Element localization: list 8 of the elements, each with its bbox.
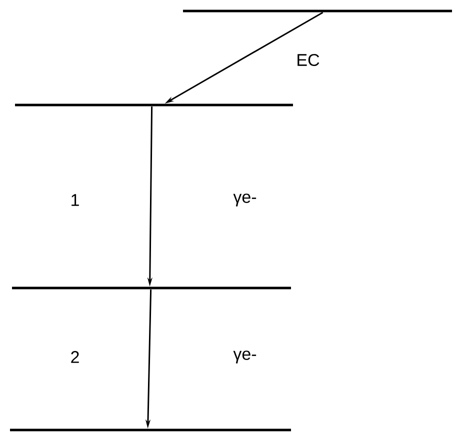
energy-level-line: [10, 428, 291, 432]
edge-label: EC: [298, 54, 320, 66]
energy-level-line: [183, 10, 452, 12]
transition-label: 1: [72, 194, 79, 206]
transition-label: γe-: [233, 194, 256, 206]
transition-label: 2: [71, 351, 79, 363]
energy-level-line: [12, 286, 291, 290]
transition-label: γe-: [233, 350, 256, 364]
